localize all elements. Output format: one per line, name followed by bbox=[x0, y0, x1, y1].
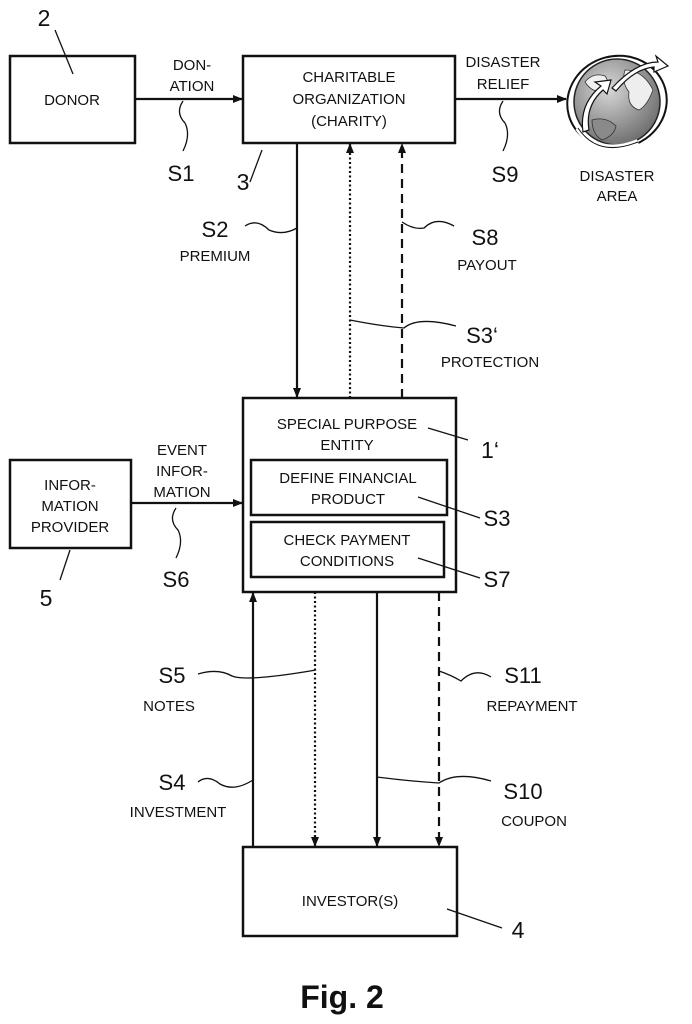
s2-label: PREMIUM bbox=[180, 248, 251, 265]
s6-label-line3: MATION bbox=[153, 484, 210, 501]
charity-label-line1: CHARITABLE bbox=[302, 69, 395, 86]
figure-caption: Fig. 2 bbox=[300, 979, 384, 1015]
ref-2-leader bbox=[54, 29, 74, 75]
ref-charity: 3 bbox=[237, 169, 250, 195]
s9-step: S9 bbox=[492, 162, 519, 187]
s4-label: INVESTMENT bbox=[130, 804, 227, 821]
ref-spe: 1‘ bbox=[481, 437, 499, 463]
s11-label: REPAYMENT bbox=[486, 698, 577, 715]
s4-step: S4 bbox=[159, 770, 186, 795]
s9-leader bbox=[498, 100, 509, 152]
info-provider-label-line1: INFOR- bbox=[44, 477, 96, 494]
disaster-area-label-line2: AREA bbox=[597, 188, 638, 205]
s6-leader bbox=[171, 507, 182, 559]
spe-node: SPECIAL PURPOSE ENTITY DEFINE FINANCIAL … bbox=[241, 396, 458, 594]
s5-label: NOTES bbox=[143, 698, 195, 715]
donor-label: DONOR bbox=[44, 92, 100, 109]
s8-label: PAYOUT bbox=[457, 257, 516, 274]
check-payment-line1: CHECK PAYMENT bbox=[284, 532, 411, 549]
info-provider-label-line2: MATION bbox=[41, 498, 98, 515]
s1-label-line2: ATION bbox=[170, 78, 215, 95]
s2-leader bbox=[244, 222, 298, 234]
define-product-box bbox=[249, 458, 449, 517]
s2-step: S2 bbox=[202, 217, 229, 242]
investors-node: INVESTOR(S) bbox=[241, 845, 459, 938]
s4-leader bbox=[197, 777, 254, 788]
ref-investors: 4 bbox=[512, 917, 525, 943]
check-payment-line2: CONDITIONS bbox=[300, 553, 394, 570]
s3p-step: S3‘ bbox=[466, 323, 498, 348]
donor-box bbox=[8, 54, 137, 145]
s3p-label: PROTECTION bbox=[441, 354, 539, 371]
s6-label-line1: EVENT bbox=[157, 442, 207, 459]
s11-step: S11 bbox=[504, 663, 542, 688]
donor-node: DONOR bbox=[8, 54, 137, 145]
s1-step: S1 bbox=[168, 161, 195, 186]
s10-leader bbox=[376, 775, 492, 784]
spe-label-line2: ENTITY bbox=[320, 437, 373, 454]
charity-box bbox=[241, 54, 457, 145]
ref-donor: 2 bbox=[38, 5, 51, 31]
s8-leader bbox=[401, 220, 455, 230]
ref-info-provider: 5 bbox=[40, 585, 53, 611]
disaster-area-label-line1: DISASTER bbox=[579, 168, 654, 185]
define-product-line2: PRODUCT bbox=[311, 491, 385, 508]
s3p-leader bbox=[349, 319, 457, 329]
info-provider-label-line3: PROVIDER bbox=[31, 519, 110, 536]
globe-icon bbox=[566, 54, 670, 151]
ref-1-leader bbox=[427, 427, 469, 441]
charity-label-line3: (CHARITY) bbox=[311, 113, 387, 130]
info-provider-node: INFOR- MATION PROVIDER bbox=[8, 458, 133, 550]
ref-5-leader bbox=[59, 549, 71, 581]
s10-step: S10 bbox=[503, 779, 542, 804]
s6-step: S6 bbox=[163, 567, 190, 592]
s9-label-line1: DISASTER bbox=[465, 54, 540, 71]
charity-label-line2: ORGANIZATION bbox=[292, 91, 405, 108]
ref-3-leader bbox=[249, 149, 263, 183]
ref-check-payment: S7 bbox=[484, 567, 511, 592]
s10-label: COUPON bbox=[501, 813, 567, 830]
s8-step: S8 bbox=[472, 225, 499, 250]
investors-label: INVESTOR(S) bbox=[302, 893, 398, 910]
s5-leader bbox=[197, 669, 317, 679]
spe-label-line1: SPECIAL PURPOSE bbox=[277, 416, 417, 433]
s1-leader bbox=[178, 100, 189, 152]
s6-label-line2: INFOR- bbox=[156, 463, 208, 480]
ref-s7-leader bbox=[417, 557, 481, 579]
s11-leader bbox=[438, 670, 492, 682]
s1-label-line1: DON- bbox=[173, 57, 211, 74]
ref-4-leader bbox=[446, 908, 503, 929]
s5-step: S5 bbox=[159, 663, 186, 688]
ref-define-product: S3 bbox=[484, 506, 511, 531]
ref-s3-leader bbox=[417, 496, 481, 519]
investors-box bbox=[241, 845, 459, 938]
info-provider-box bbox=[8, 458, 133, 550]
charity-node: CHARITABLE ORGANIZATION (CHARITY) bbox=[241, 54, 457, 145]
define-product-line1: DEFINE FINANCIAL bbox=[279, 470, 417, 487]
check-payment-box bbox=[249, 520, 446, 579]
s9-label-line2: RELIEF bbox=[477, 76, 530, 93]
